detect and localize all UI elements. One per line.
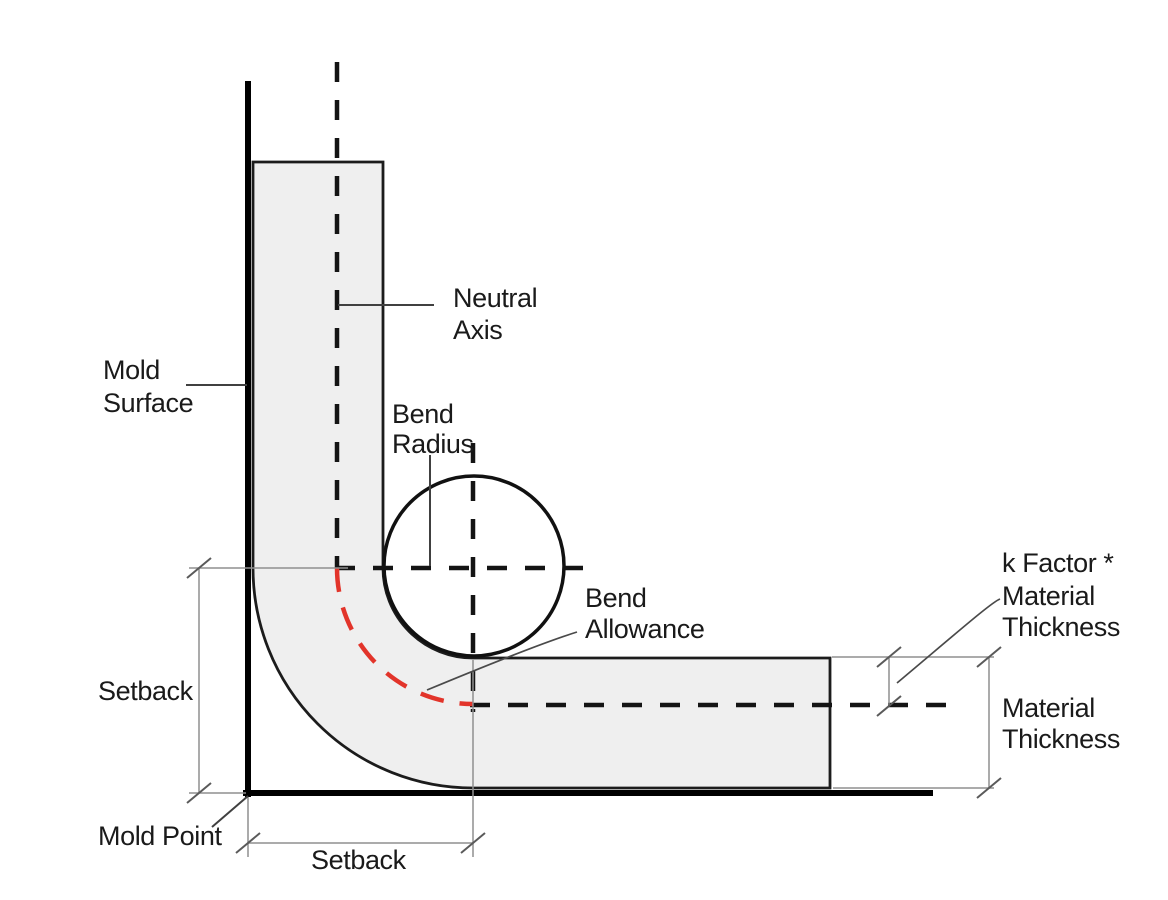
bend-radius-label-line2: Radius xyxy=(392,429,474,459)
material-thickness-label: Material Thickness xyxy=(1002,693,1120,754)
bend-allowance-label-line2: Allowance xyxy=(585,614,704,644)
mold-point-leader-line xyxy=(211,795,249,828)
labels: Neutral Axis Mold Surface Bend Radius Be… xyxy=(98,283,1120,875)
dimension-tick xyxy=(186,557,212,579)
k-factor-label: k Factor * Material Thickness xyxy=(1002,548,1120,642)
k-factor-label-line2: Material xyxy=(1002,581,1095,611)
dimension-tick xyxy=(976,646,1002,668)
material-thickness-label-line1: Material xyxy=(1002,693,1095,723)
material-thickness-dimension xyxy=(832,646,1002,799)
mold-point-label: Mold Point xyxy=(98,821,222,851)
dimension-tick xyxy=(186,782,212,804)
k-factor-dimension xyxy=(876,646,902,717)
setback-bottom-dimension xyxy=(235,660,486,857)
mold-surface-label: Mold Surface xyxy=(103,355,194,418)
k-factor-label-line1: k Factor * xyxy=(1002,548,1114,578)
leader-lines xyxy=(186,304,1001,828)
k-factor-leader-line xyxy=(896,598,1001,684)
bend-radius-label-line1: Bend xyxy=(392,399,453,429)
bend-allowance-label-line1: Bend xyxy=(585,583,646,613)
centerlines xyxy=(334,62,960,712)
bend-allowance-label: Bend Allowance xyxy=(585,583,705,644)
dimension-tick xyxy=(976,777,1002,799)
k-factor-label-line3: Thickness xyxy=(1002,612,1120,642)
dimension-tick xyxy=(460,832,486,854)
dimension-tick xyxy=(876,646,902,668)
material-thickness-label-line2: Thickness xyxy=(1002,724,1120,754)
neutral-axis-label: Neutral Axis xyxy=(453,283,538,345)
neutral-axis-label-line1: Neutral xyxy=(453,283,537,313)
mold-lines xyxy=(243,81,933,797)
setback-left-dimension xyxy=(186,557,348,804)
setback-left-label: Setback xyxy=(98,676,194,706)
setback-bottom-label: Setback xyxy=(311,845,407,875)
dimension-tick xyxy=(876,695,902,717)
mold-surface-label-line2: Surface xyxy=(103,388,193,418)
sheet-cross-section xyxy=(251,160,832,790)
bend-allowance-leader-line xyxy=(426,631,578,691)
dimension-tick xyxy=(235,832,261,854)
mold-surface-label-line1: Mold xyxy=(103,355,160,385)
neutral-axis-label-line2: Axis xyxy=(453,315,502,345)
bend-radius-label: Bend Radius xyxy=(392,399,474,459)
